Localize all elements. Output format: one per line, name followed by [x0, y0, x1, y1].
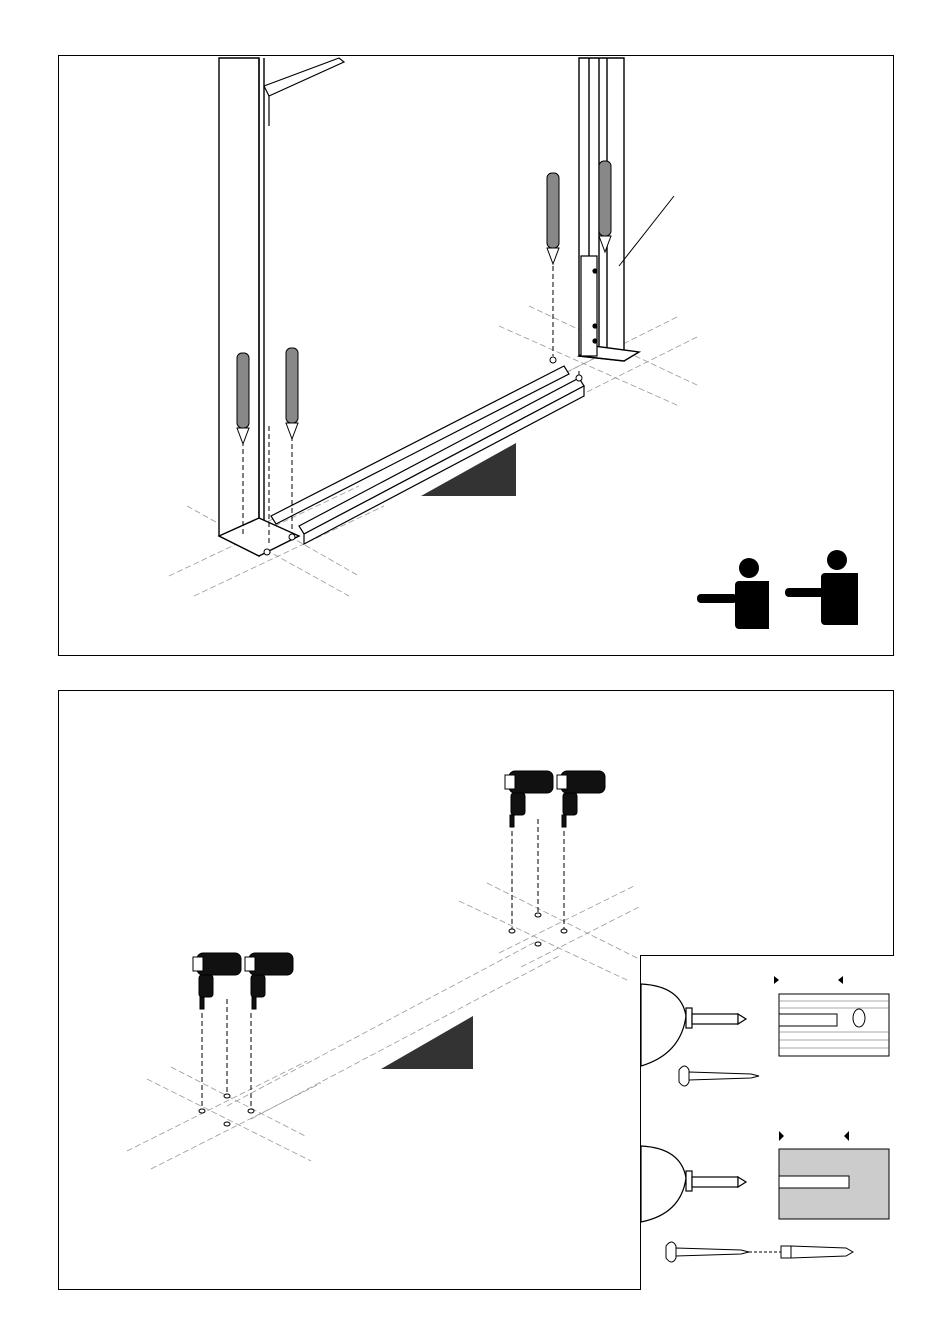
- fixing-detail-illustration: [641, 956, 895, 1291]
- corner-bracket: [581, 256, 597, 356]
- drill-icon: [505, 771, 553, 827]
- assembly-step-marking-panel: [58, 55, 894, 656]
- top-rail: [264, 58, 344, 126]
- floor-holes: [199, 913, 567, 1126]
- wall-plug-icon: [781, 1246, 853, 1258]
- pencil-icon: [599, 161, 611, 252]
- concrete-block: [779, 1149, 889, 1219]
- screw-driver-concrete: [641, 1146, 746, 1222]
- drill-icon: [245, 953, 293, 1009]
- drill-icon: [557, 771, 605, 827]
- floor-guide-lines: [127, 883, 639, 1169]
- concrete-screw-icon: [666, 1242, 749, 1262]
- pencil-icon: [286, 348, 298, 439]
- depth-marker-right: [844, 1131, 849, 1141]
- wood-block: [779, 994, 889, 1056]
- callout-line: [619, 196, 674, 266]
- depth-marker-left: [779, 1131, 784, 1141]
- depth-marker-right: [838, 976, 843, 984]
- depth-marker-left: [774, 976, 779, 984]
- drill-icon: [193, 953, 241, 1009]
- fixing-detail-inset: [640, 955, 894, 1290]
- two-person-icon: [697, 550, 863, 629]
- left-side-panel: [219, 58, 299, 556]
- wood-screw-icon: [679, 1066, 759, 1086]
- bottom-rails: [271, 366, 584, 544]
- marking-illustration: [59, 56, 895, 657]
- pencil-icon: [547, 173, 559, 264]
- screw-driver-wood: [641, 984, 746, 1066]
- pencil-icon: [237, 353, 249, 444]
